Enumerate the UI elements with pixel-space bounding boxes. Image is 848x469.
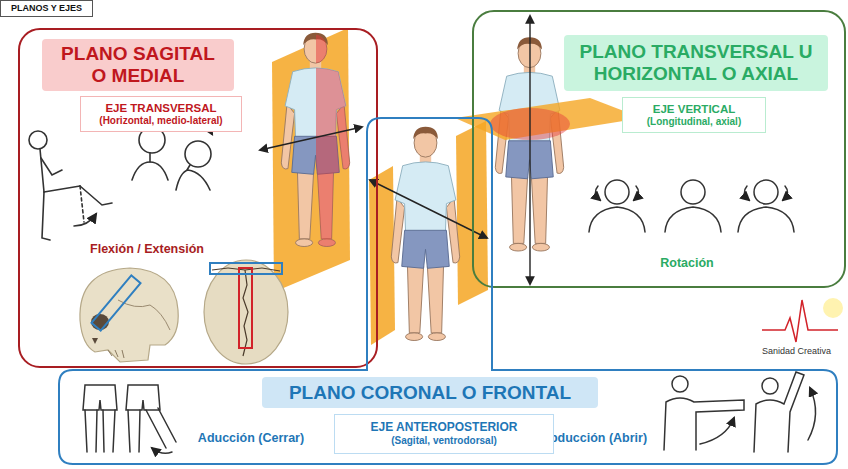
head-flexion-sketch-part — [187, 165, 190, 170]
abduction-sketch-part — [664, 398, 744, 450]
skull-top-part — [239, 268, 252, 348]
leg-flexion-sketch-part — [80, 186, 84, 222]
panel-outline-path — [59, 118, 837, 464]
head-flexion-sketch-part — [185, 141, 211, 167]
box-text: (Horizontal, medio-lateral) — [99, 115, 222, 127]
head-rotation-sketch-part — [665, 207, 721, 232]
skull-side-part — [118, 300, 170, 330]
transversal-figure-part — [529, 16, 530, 284]
skull-side-part — [80, 268, 178, 362]
sagittal-figure-part — [260, 127, 362, 150]
axis-box: EJE ANTEROPOSTERIOR(Sagital, ventrodorsa… — [334, 414, 554, 454]
panel-outline — [58, 117, 838, 465]
coronal-figure — [369, 121, 488, 345]
skull-side-part — [91, 275, 140, 330]
leg-flexion-sketch-part — [74, 214, 96, 226]
abduction-sketch — [664, 372, 816, 452]
leg-flexion-sketch-part — [44, 186, 80, 192]
adduction-sketch-part — [83, 385, 117, 410]
sagittal-figure-part — [272, 28, 350, 292]
logo-mark-part — [823, 298, 843, 318]
skull-side-part — [108, 350, 124, 358]
sagittal-figure — [260, 28, 362, 292]
leg-flexion-sketch-part — [41, 158, 62, 175]
adduction-sketch-part — [152, 448, 172, 453]
adduction-sketch-part — [128, 410, 140, 452]
leg-flexion-sketch — [29, 131, 112, 240]
adduction-sketch-part — [85, 410, 115, 452]
box-text: PLANOS Y EJES — [11, 3, 82, 13]
head-rotation-sketch-part — [754, 180, 778, 204]
logo-mark — [762, 298, 843, 342]
abduction-sketch-part — [808, 388, 816, 440]
head-rotation-sketch-part — [634, 186, 639, 200]
logo-mark-part — [762, 300, 838, 342]
box-text: EJE TRANSVERSAL — [105, 102, 216, 115]
skull-top — [204, 260, 288, 364]
box-text: PLANO CORONAL O FRONTAL — [289, 382, 571, 404]
panel-caption: Rotación — [642, 256, 732, 270]
axis-box: EJE VERTICAL(Longitudinal, axial) — [622, 97, 766, 133]
skull-top-part — [243, 270, 248, 356]
sagittal-figure-part-part — [316, 35, 350, 247]
adduction-sketch — [83, 385, 176, 453]
head-rotation-sketch — [589, 180, 794, 232]
plane-heading: PLANO CORONAL O FRONTAL — [262, 377, 598, 408]
coronal-figure-part — [391, 127, 459, 341]
logo-text: Sanidad Creativa — [762, 346, 831, 356]
head-flexion-sketch-part — [176, 170, 210, 190]
head-rotation-sketch-part — [738, 207, 794, 232]
abduction-sketch-part — [762, 378, 778, 394]
panel-caption: Flexión / Extensión — [64, 242, 230, 256]
box-text: (Sagital, ventrodorsal) — [391, 435, 497, 447]
plane-panel: Rotación PLANO TRANSVERSAL U HORIZONTAL O… — [472, 10, 846, 288]
abduction-sketch-part — [754, 372, 804, 452]
skull-top-part — [210, 263, 282, 274]
axis-box: EJE TRANSVERSAL(Horizontal, medio-latera… — [80, 96, 242, 132]
plane-panel: Aducción (Cerrar)Abducción (Abrir)PLANO … — [58, 117, 838, 465]
box-text: EJE ANTEROPOSTERIOR — [371, 421, 518, 435]
adduction-sketch-part — [146, 408, 176, 448]
plane-heading: PLANO SAGITAL O MEDIAL — [42, 39, 234, 91]
head-rotation-sketch-part — [783, 186, 788, 200]
title-tab: PLANOS Y EJES — [0, 0, 93, 17]
leg-flexion-sketch-part — [40, 149, 44, 192]
head-rotation-sketch-part — [589, 207, 645, 232]
plane-panel: Flexión / Extensión PLANO SAGITAL O MEDIA… — [18, 28, 378, 368]
head-flexion-sketch-part — [132, 162, 168, 180]
head-rotation-sketch-part — [595, 186, 600, 200]
box-text: PLANO SAGITAL O MEDIAL — [55, 43, 221, 87]
sagittal-figure-part — [281, 33, 349, 247]
skull-side — [80, 268, 178, 362]
leg-flexion-sketch-part — [29, 131, 47, 149]
box-text: EJE VERTICAL — [653, 103, 735, 116]
head-rotation-sketch-part — [605, 180, 629, 204]
abduction-sketch-part — [700, 418, 734, 444]
leg-flexion-sketch-part — [42, 192, 50, 240]
sagittal-figure-part — [316, 35, 350, 247]
leg-flexion-sketch-part — [80, 186, 112, 205]
head-flexion-sketch-part — [149, 153, 151, 162]
skull-side-part — [92, 338, 98, 344]
coronal-figure-part — [370, 180, 487, 238]
head-rotation-sketch-part — [681, 180, 705, 204]
box-text: PLANO TRANSVERSAL U HORIZONTAL O AXIAL — [578, 41, 814, 85]
panel-caption: Aducción (Cerrar) — [186, 431, 316, 445]
box-text: (Longitudinal, axial) — [647, 116, 741, 128]
skull-top-part — [204, 260, 288, 364]
plane-heading: PLANO TRANSVERSAL U HORIZONTAL O AXIAL — [564, 35, 828, 91]
abduction-sketch-part — [672, 376, 688, 392]
head-rotation-sketch-part — [744, 186, 749, 200]
skull-side-part — [91, 314, 109, 330]
adduction-sketch-part — [126, 385, 160, 410]
